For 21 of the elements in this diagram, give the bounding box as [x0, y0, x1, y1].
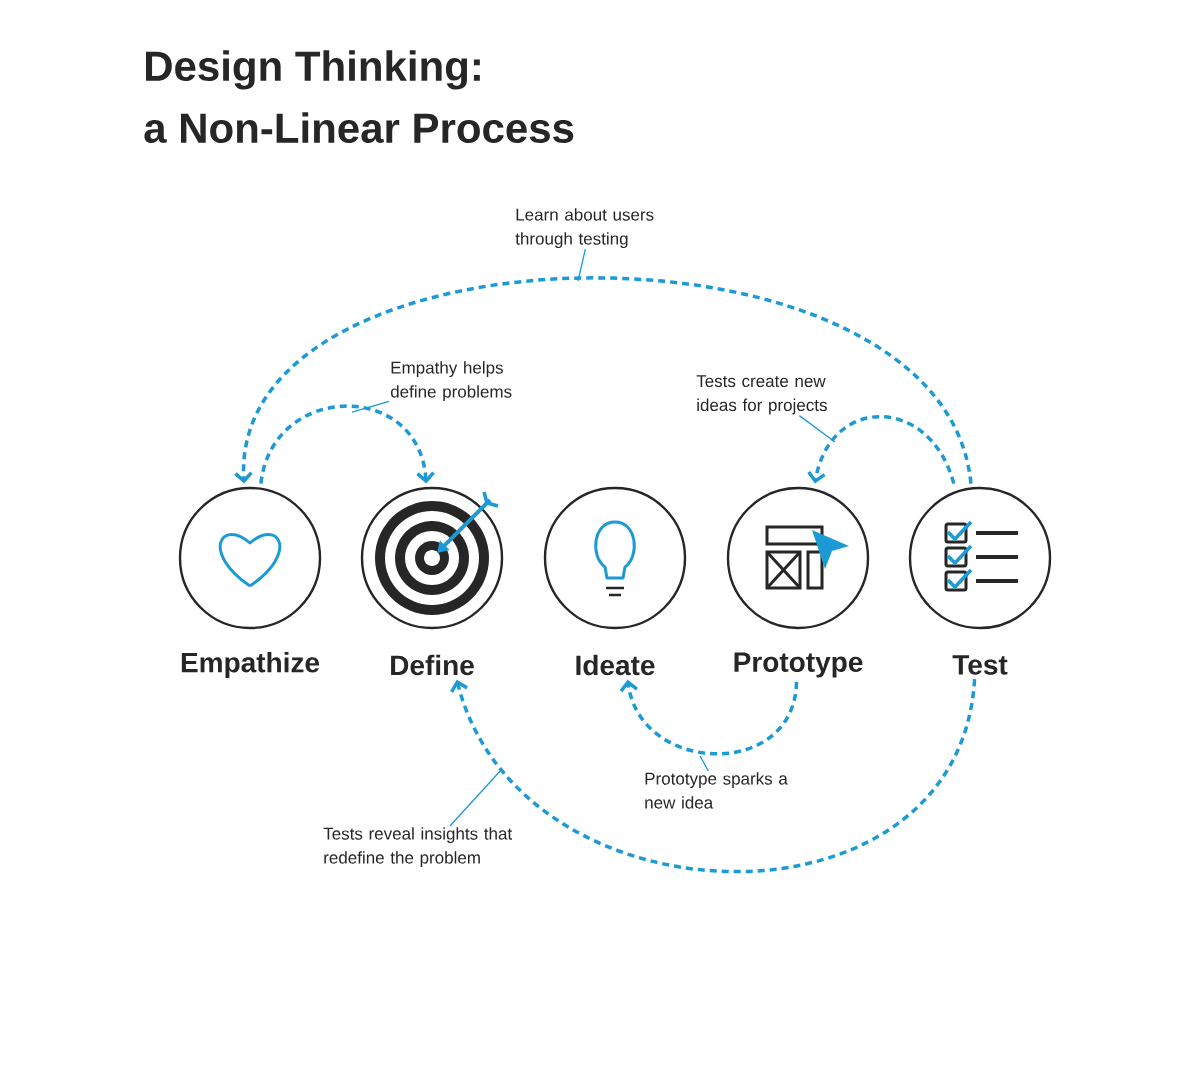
- title: Design Thinking: a Non-Linear Process: [144, 50, 574, 144]
- annotation-text: Tests reveal insights that redefine the problem: [323, 827, 513, 868]
- arrow: [619, 679, 799, 756]
- arrow: [234, 276, 973, 485]
- arrow: [450, 678, 977, 874]
- leader-line: [699, 755, 709, 772]
- leader-line: [449, 768, 503, 827]
- annotation-text: Learn about users through testing: [515, 208, 654, 249]
- stage-label: Ideate: [576, 654, 655, 676]
- leader-line: [351, 400, 390, 413]
- stage-label: Empathize: [181, 651, 320, 679]
- stage-label: Define: [391, 654, 474, 676]
- arrow: [807, 415, 956, 485]
- annotation-text: Empathy helps define problems: [390, 361, 512, 402]
- leader-line: [798, 414, 836, 443]
- annotation-text: Tests create new ideas for projects: [696, 375, 827, 415]
- stage-label: Prototype: [734, 652, 863, 678]
- stage-label: Test: [952, 655, 1008, 675]
- arrow: [259, 404, 435, 484]
- leader-line: [577, 248, 586, 282]
- annotation-text: Prototype sparks a new idea: [645, 772, 788, 809]
